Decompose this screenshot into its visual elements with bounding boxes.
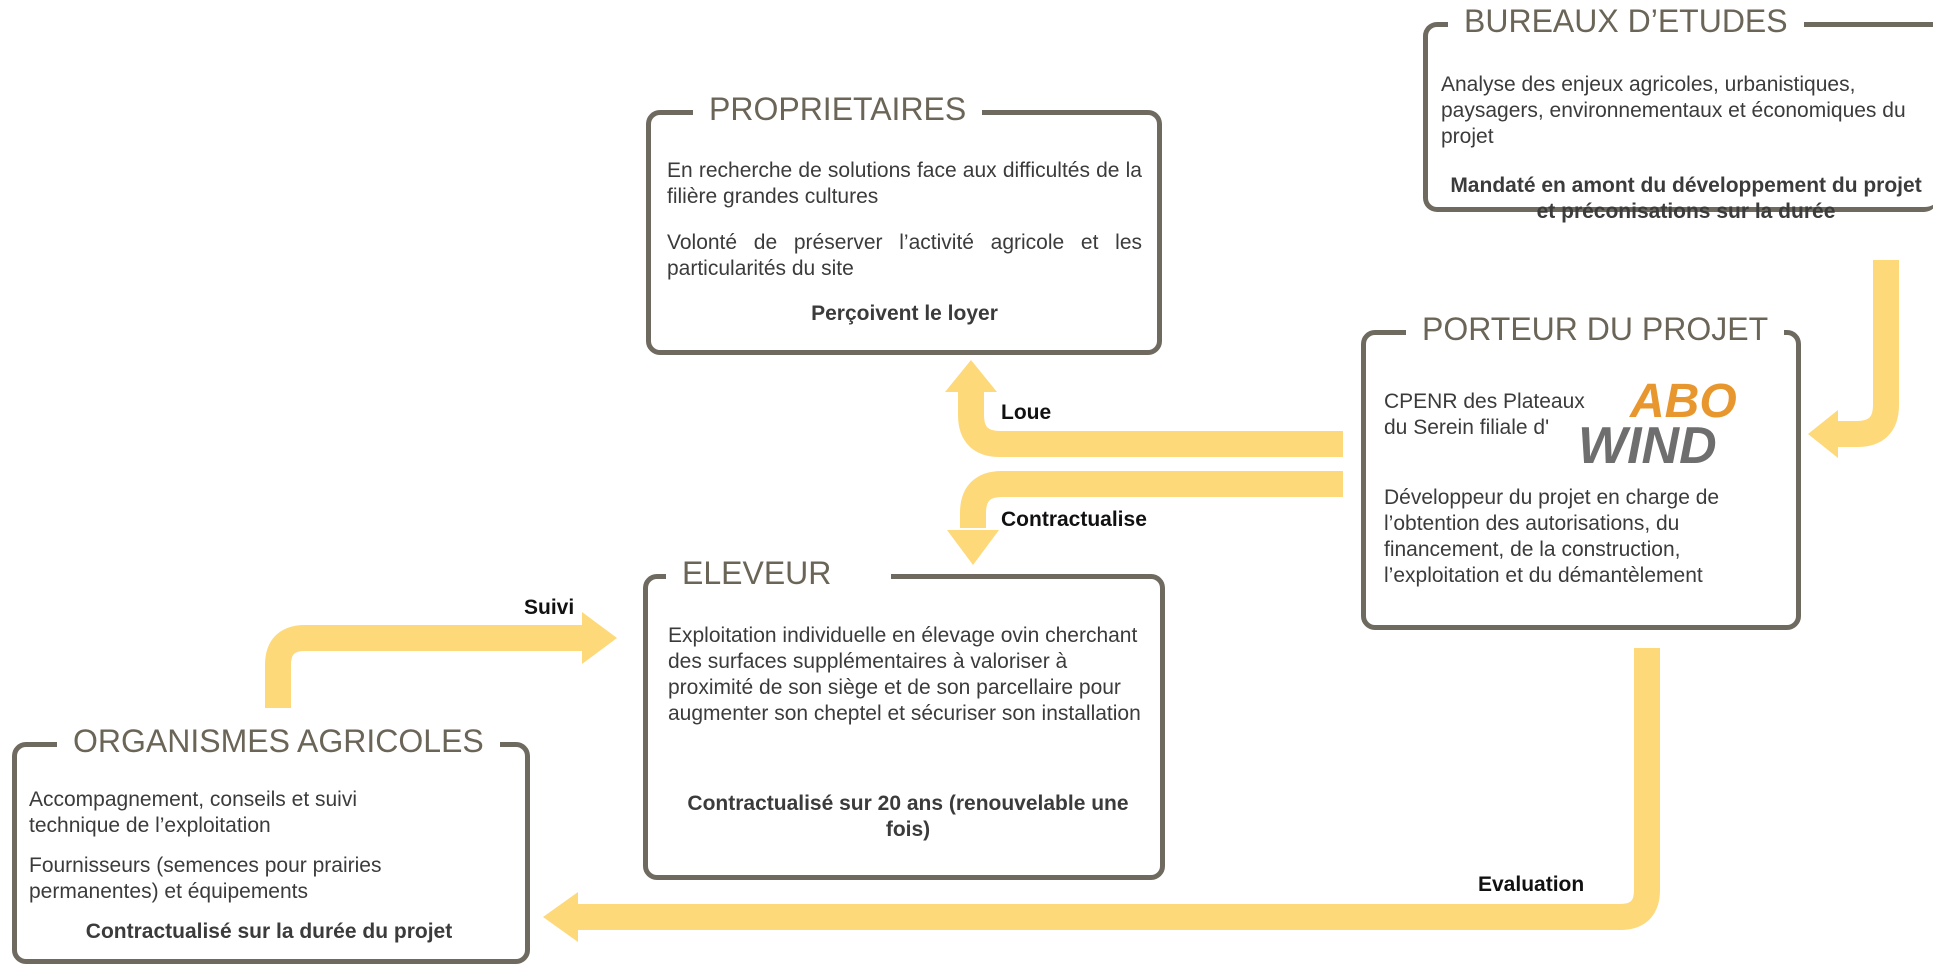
eleveur-text: Exploitation individuelle en élevage ovi… [668, 624, 1141, 725]
bureaux-bold: Mandaté en amont du développement du pro… [1450, 174, 1922, 223]
label-suivi: Suivi [524, 596, 575, 619]
eleveur-box: ELEVEUR Exploitation individuelle en éle… [643, 553, 1165, 880]
bureaux-title: BUREAUX D’ETUDES [1448, 1, 1804, 41]
bureaux-text: Analyse des enjeux agricoles, urbanistiq… [1441, 73, 1906, 148]
arrow-bureaux-to-porteur [1835, 260, 1899, 447]
bureaux-etudes-box: BUREAUX D’ETUDES Analyse des enjeux agri… [1423, 1, 1933, 223]
label-evaluation: Evaluation [1478, 873, 1585, 896]
porteur-box: PORTEUR DU PROJET CPENR des Plateaux du … [1361, 309, 1801, 630]
arrowhead-proprietaires [945, 360, 997, 392]
porteur-text: Développeur du projet en charge de l’obt… [1384, 486, 1720, 587]
eleveur-bold: Contractualisé sur 20 ans (renouvelable … [687, 792, 1129, 841]
eleveur-title: ELEVEUR [666, 553, 892, 593]
abo-wind-logo: ABO WIND [1578, 375, 1778, 473]
proprietaires-title: PROPRIETAIRES [693, 89, 983, 129]
organismes-title: ORGANISMES AGRICOLES [57, 721, 500, 761]
organismes-text-1: Accompagnement, conseils et suivi techni… [29, 788, 357, 837]
arrowhead-eleveur-suivi [582, 612, 617, 664]
arrowhead-porteur [1808, 410, 1838, 458]
organismes-box: ORGANISMES AGRICOLES Accompagnement, con… [12, 721, 530, 964]
proprietaires-bold: Perçoivent le loyer [811, 302, 998, 325]
organismes-bold: Contractualisé sur la durée du projet [85, 920, 453, 943]
organismes-text-2: Fournisseurs (semences pour prairies per… [29, 854, 382, 903]
logo-abo: ABO [1630, 375, 1737, 428]
arrow-evaluation [575, 648, 1660, 930]
proprietaires-box: PROPRIETAIRES En recherche de solutions … [646, 89, 1162, 355]
label-contractualise: Contractualise [1001, 508, 1147, 531]
arrow-contractualise [960, 471, 1343, 528]
arrow-loue [958, 380, 1343, 457]
logo-wind: WIND [1578, 417, 1717, 475]
label-loue: Loue [1001, 401, 1052, 424]
porteur-company: CPENR des Plateaux du Serein filiale d' [1384, 390, 1585, 439]
arrow-suivi [265, 625, 582, 708]
proprietaires-text-1: En recherche de solutions face aux diffi… [667, 159, 1142, 208]
arrowhead-eleveur-contract [947, 530, 999, 565]
arrowhead-organismes [543, 892, 578, 942]
proprietaires-text-2: Volonté de préserver l’activité agricole… [667, 231, 1142, 280]
porteur-title: PORTEUR DU PROJET [1406, 309, 1785, 349]
